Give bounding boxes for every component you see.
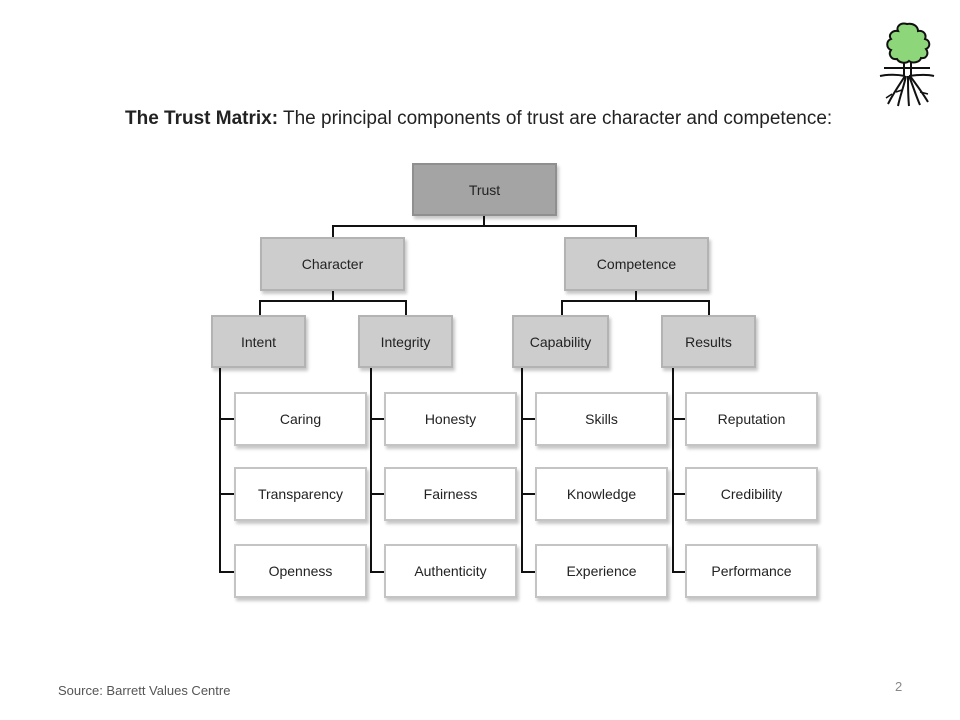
connector [219, 418, 235, 420]
tree-with-roots-icon [879, 22, 935, 107]
diagram-heading: The Trust Matrix: The principal componen… [125, 108, 832, 130]
connector [672, 368, 674, 573]
node-capability: Capability [512, 315, 609, 368]
node-trust: Trust [412, 163, 557, 216]
leaf-honesty: Honesty [384, 392, 517, 446]
connector [635, 291, 637, 301]
node-results: Results [661, 315, 756, 368]
node-integrity: Integrity [358, 315, 453, 368]
connector [521, 368, 523, 573]
source-caption: Source: Barrett Values Centre [58, 683, 231, 698]
connector [521, 571, 536, 573]
connector [672, 418, 686, 420]
node-intent: Intent [211, 315, 306, 368]
connector [672, 493, 686, 495]
heading-bold: The Trust Matrix: [125, 108, 279, 129]
leaf-skills: Skills [535, 392, 668, 446]
connector [219, 368, 221, 573]
leaf-openness: Openness [234, 544, 367, 598]
connector [332, 225, 637, 227]
connector [370, 493, 385, 495]
connector [332, 225, 334, 237]
leaf-experience: Experience [535, 544, 668, 598]
connector [561, 300, 710, 302]
connector [370, 418, 385, 420]
connector [370, 571, 385, 573]
leaf-performance: Performance [685, 544, 818, 598]
leaf-reputation: Reputation [685, 392, 818, 446]
connector [259, 300, 407, 302]
connector [561, 300, 563, 315]
connector [521, 493, 536, 495]
connector [370, 368, 372, 573]
node-character: Character [260, 237, 405, 291]
leaf-fairness: Fairness [384, 467, 517, 521]
page-number: 2 [895, 679, 903, 694]
connector [672, 571, 686, 573]
connector [708, 300, 710, 315]
connector [483, 216, 485, 226]
connector [521, 418, 536, 420]
leaf-knowledge: Knowledge [535, 467, 668, 521]
node-competence: Competence [564, 237, 709, 291]
connector [332, 291, 334, 301]
leaf-credibility: Credibility [685, 467, 818, 521]
leaf-caring: Caring [234, 392, 367, 446]
leaf-authenticity: Authenticity [384, 544, 517, 598]
connector [219, 571, 235, 573]
connector [635, 225, 637, 237]
leaf-transparency: Transparency [234, 467, 367, 521]
connector [259, 300, 261, 315]
connector [405, 300, 407, 315]
heading-rest: The principal components of trust are ch… [278, 108, 833, 129]
connector [219, 493, 235, 495]
